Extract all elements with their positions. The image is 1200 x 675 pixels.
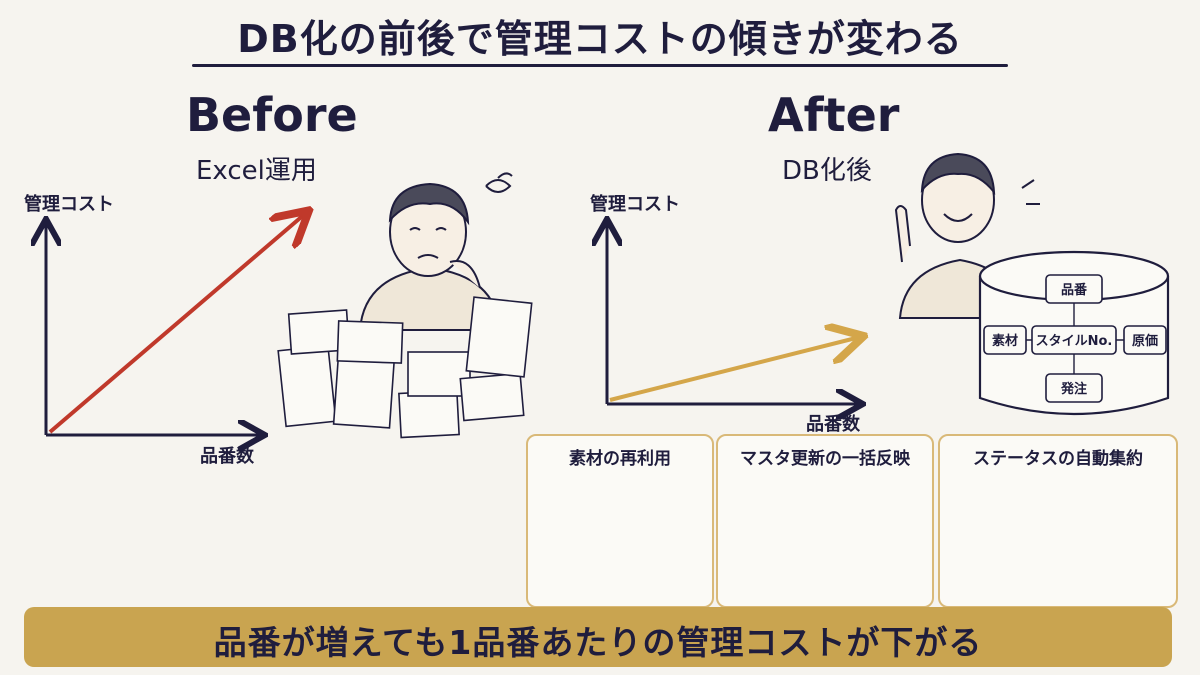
db-item-label: 原価 [1132,333,1158,349]
panel-master-update: マスタ更新の一括反映 [716,434,934,608]
before-y-axis-label: 管理コスト [24,194,114,215]
stressed-person-illustration [358,172,513,331]
before-axes [46,222,262,435]
before-cost-line [48,213,306,434]
panel-title: ステータスの自動集約 [973,449,1143,469]
after-heading: After [768,88,900,142]
db-item-box [1045,274,1103,304]
before-subheading: Excel運用 [196,156,317,186]
db-item-label: 素材 [992,333,1018,349]
after-y-axis-label: 管理コスト [590,194,680,215]
after-x-axis-label: 品番数 [806,414,860,435]
panel-status-aggregation: ステータスの自動集約 [938,434,1178,608]
after-subheading: DB化後 [782,156,872,186]
db-item-label: スタイルNo. [1036,334,1113,349]
db-item-box [1045,373,1103,403]
conclusion-banner: 品番が増えても1品番あたりの管理コストが下がる [24,607,1172,667]
db-item-box [1031,325,1117,355]
db-item-box [1123,325,1167,355]
panel-title: マスタ更新の一括反映 [740,449,910,469]
panel-material-reuse: 素材の再利用 [526,434,714,608]
panel-title: 素材の再利用 [569,449,671,469]
before-heading: Before [186,88,358,142]
db-item-label: 品番 [1061,282,1088,298]
title-underline [192,64,1008,67]
paper-stacks-icon [277,296,533,439]
after-cost-line [609,337,860,402]
before-x-axis-label: 品番数 [200,446,254,467]
page-title: DB化の前後で管理コストの傾きが変わる [237,17,963,61]
after-axes [607,222,860,404]
db-item-label: 発注 [1060,381,1087,397]
banner-text: 品番が増えても1品番あたりの管理コストが下がる [213,623,983,662]
db-item-box [983,325,1027,355]
